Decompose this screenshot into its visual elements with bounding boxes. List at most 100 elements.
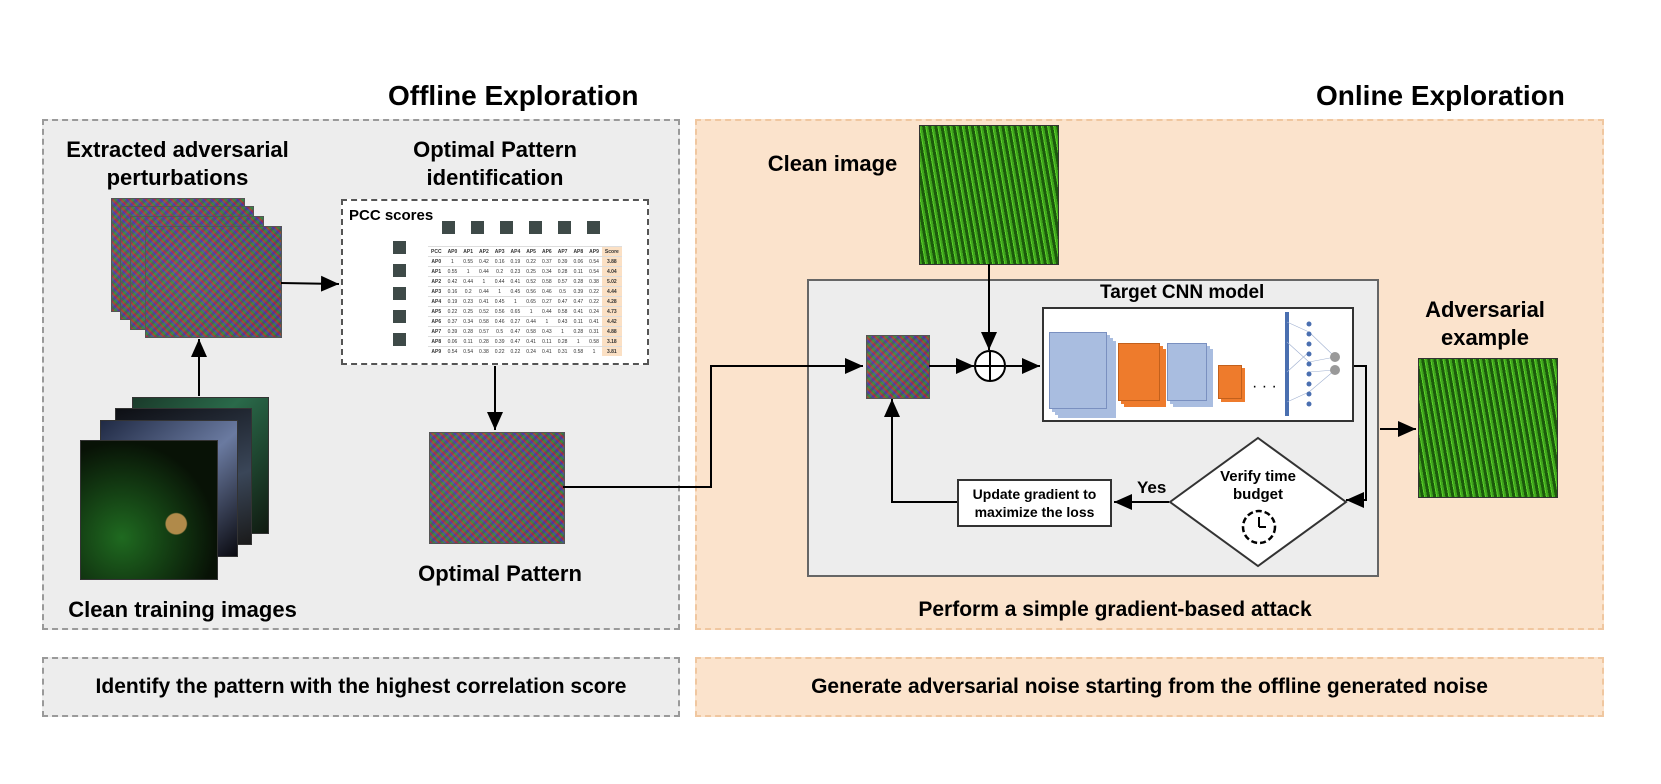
- pcc-cell: AP7: [554, 246, 571, 257]
- perturbation-image: [145, 226, 282, 338]
- extracted-perturbations-label: Extracted adversarial perturbations: [66, 137, 289, 190]
- pcc-cell: 0.22: [586, 296, 602, 307]
- arrow-perturb-to-pcc: [280, 275, 340, 292]
- pcc-cell: AP0: [444, 246, 461, 257]
- pcc-cell: 0.41: [523, 336, 539, 347]
- pcc-cell: AP1: [428, 266, 445, 277]
- pcc-cell: AP6: [538, 246, 555, 257]
- pcc-cell: 0.2: [491, 266, 508, 277]
- pcc-cell: 0.5: [491, 326, 508, 337]
- pattern-thumb-icon: [442, 221, 455, 234]
- arrow-optimal-to-noise: [563, 358, 863, 488]
- pcc-cell: 0.11: [460, 336, 477, 347]
- pcc-cell: 0.47: [554, 296, 571, 307]
- pcc-cell: 0.37: [444, 316, 461, 327]
- pcc-cell: 0.39: [570, 286, 587, 297]
- pcc-cell: 0.46: [491, 316, 508, 327]
- yes-label: Yes: [1137, 478, 1167, 497]
- pcc-cell: 0.38: [476, 346, 492, 356]
- pcc-cell: 0.57: [554, 276, 571, 287]
- clean-training-label: Clean training images: [68, 597, 297, 622]
- pcc-cell: AP5: [428, 306, 445, 317]
- pcc-score-cell: 3.88: [601, 256, 622, 267]
- pcc-cell: 1: [476, 276, 492, 287]
- pcc-cell: 0.58: [554, 306, 571, 317]
- pcc-cell: AP0: [428, 256, 445, 267]
- ellipsis-text: · · ·: [1252, 378, 1277, 395]
- pcc-score-cell: 4.73: [601, 306, 622, 317]
- pcc-cell: 0.28: [554, 266, 571, 277]
- pcc-cell: 0.24: [586, 306, 602, 317]
- pattern-thumb-icon: [393, 287, 406, 300]
- optimal-pattern-label: Optimal Pattern: [418, 561, 582, 586]
- optimal-pattern-image: [429, 432, 565, 544]
- pcc-cell: 0.58: [523, 326, 539, 337]
- pcc-cell: 1: [570, 336, 587, 347]
- pcc-cell: 0.23: [460, 296, 477, 307]
- pcc-cell: 0.34: [538, 266, 555, 277]
- pcc-cell: 1: [538, 316, 555, 327]
- arrow-update-to-noise: [884, 399, 957, 503]
- pcc-cell: 0.38: [586, 276, 602, 287]
- pcc-cell: 0.25: [460, 306, 477, 317]
- pcc-cell: 0.16: [491, 256, 508, 267]
- pcc-cell: 0.56: [491, 306, 508, 317]
- pcc-cell: 0.39: [444, 326, 461, 337]
- pcc-cell: 0.22: [523, 256, 539, 267]
- arrow-model-to-verify: [1346, 365, 1367, 508]
- pcc-cell: 0.11: [570, 316, 587, 327]
- clock-icon: [1241, 509, 1277, 545]
- pcc-cell: 0.44: [460, 276, 477, 287]
- pcc-cell: 0.44: [491, 276, 508, 287]
- pcc-cell: 0.11: [538, 336, 555, 347]
- pcc-cell: 0.57: [476, 326, 492, 337]
- pcc-score-cell: 4.04: [601, 266, 622, 277]
- pcc-cell: 0.44: [476, 266, 492, 277]
- update-gradient-box: Update gradient to maximize the loss: [957, 479, 1112, 527]
- pcc-cell: 0.19: [507, 256, 524, 267]
- pcc-cell: 1: [444, 256, 461, 267]
- pcc-cell: AP4: [507, 246, 524, 257]
- pcc-cell: 1: [507, 296, 524, 307]
- pcc-cell: 0.56: [523, 286, 539, 297]
- pcc-cell: 1: [491, 286, 508, 297]
- pcc-cell: 0.22: [507, 346, 524, 356]
- optimal-identification-label: Optimal Pattern identification: [413, 137, 577, 190]
- sum-operator-icon: [974, 350, 1006, 382]
- pcc-cell: AP2: [476, 246, 492, 257]
- offline-summary-box: Identify the pattern with the highest co…: [42, 657, 680, 717]
- pcc-score-cell: 4.42: [601, 316, 622, 327]
- target-model-label: Target CNN model: [1100, 282, 1265, 303]
- conv-layer-orange: [1118, 343, 1160, 401]
- pcc-cell: 0.06: [570, 256, 587, 267]
- pcc-cell: 0.47: [507, 326, 524, 337]
- pcc-cell: 0.28: [570, 326, 587, 337]
- pcc-cell: 0.39: [491, 336, 508, 347]
- pcc-cell: 0.2: [460, 286, 477, 297]
- conv-layer-blue: [1167, 343, 1207, 401]
- pcc-cell: AP3: [428, 286, 445, 297]
- pcc-cell: 0.43: [538, 326, 555, 337]
- pcc-cell: 0.41: [586, 316, 602, 327]
- pcc-score-cell: 3.81: [601, 346, 622, 356]
- pcc-cell: AP8: [428, 336, 445, 347]
- pcc-cell: 0.25: [523, 266, 539, 277]
- pcc-cell: AP4: [428, 296, 445, 307]
- pcc-cell: 0.22: [444, 306, 461, 317]
- offline-title: Offline Exploration: [388, 80, 639, 111]
- pcc-cell: 0.5: [554, 286, 571, 297]
- pcc-cell: 0.47: [570, 296, 587, 307]
- pcc-cell: 0.27: [538, 296, 555, 307]
- pattern-thumb-icon: [393, 264, 406, 277]
- online-summary-text: Generate adversarial noise starting from…: [811, 675, 1488, 698]
- pattern-thumb-icon: [587, 221, 600, 234]
- pattern-thumb-icon: [393, 241, 406, 254]
- conv-layer-blue: [1049, 332, 1107, 409]
- pattern-thumb-icon: [393, 333, 406, 346]
- pattern-thumb-icon: [471, 221, 484, 234]
